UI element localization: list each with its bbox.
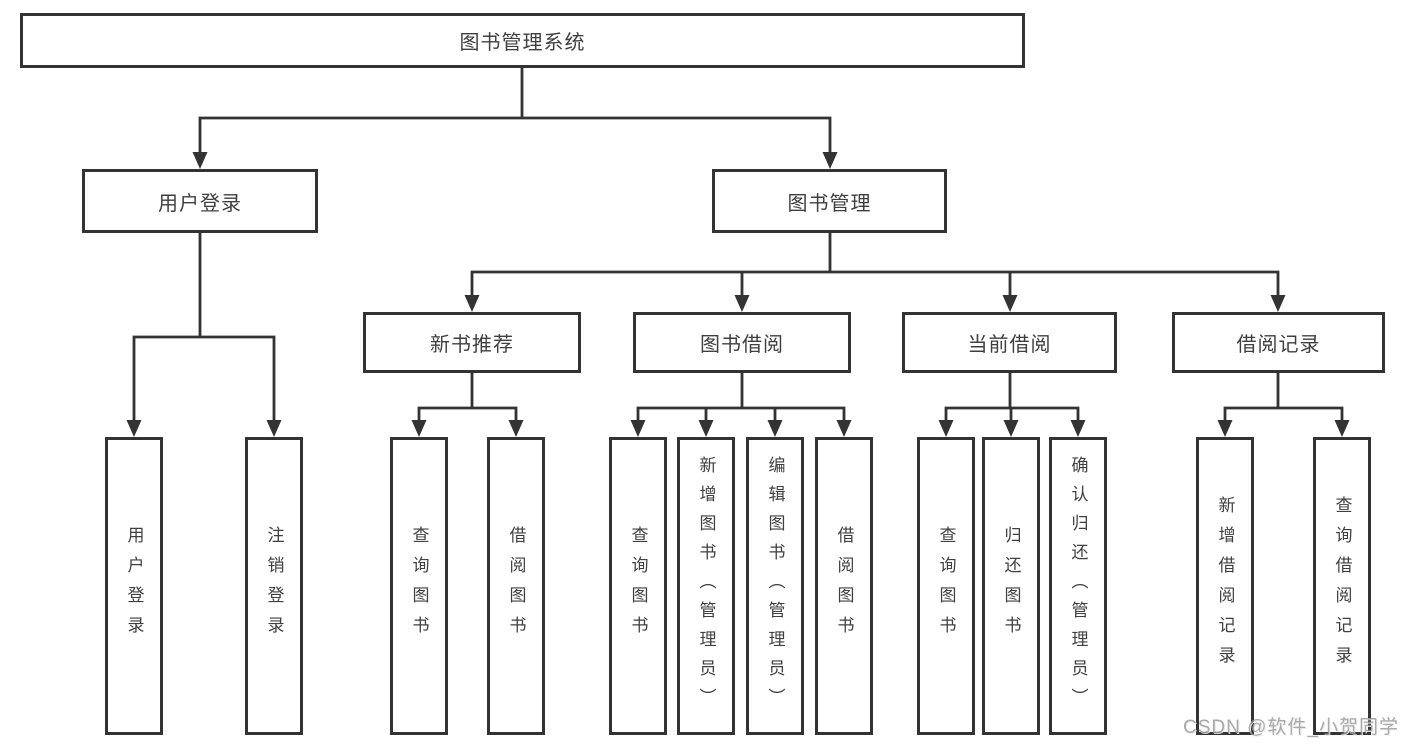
arrowheads: [126, 152, 1350, 437]
leaf-edit-books-admin: 编辑图书（管理员）: [746, 437, 804, 735]
leaf-search-books-recommend: 查询图书: [390, 437, 448, 735]
leaf-return-books: 归还图书: [982, 437, 1040, 735]
leaf-search-books-current: 查询图书: [917, 437, 975, 735]
node-new-book-recommend: 新书推荐: [363, 312, 581, 373]
leaf-user-login: 用户登录: [105, 437, 163, 735]
node-book-borrow: 图书借阅: [633, 312, 851, 373]
leaf-borrow-books: 借阅图书: [815, 437, 873, 735]
leaf-logout: 注销登录: [245, 437, 303, 735]
node-book-management: 图书管理: [712, 169, 947, 233]
node-user-login: 用户登录: [82, 169, 318, 233]
csdn-watermark: CSDN @软件_小贺同学: [1183, 717, 1399, 738]
node-borrow-records: 借阅记录: [1172, 312, 1385, 373]
node-book-management-system: 图书管理系统: [20, 13, 1025, 68]
leaf-search-books-borrow: 查询图书: [609, 437, 667, 735]
leaf-search-borrow-record: 查询借阅记录: [1313, 437, 1371, 735]
node-current-borrow: 当前借阅: [902, 312, 1117, 373]
leaf-add-borrow-record: 新增借阅记录: [1196, 437, 1254, 735]
leaf-confirm-return-admin: 确认归还（管理员）: [1049, 437, 1107, 735]
leaf-add-books-admin: 新增图书（管理员）: [677, 437, 735, 735]
leaf-borrow-books-recommend: 借阅图书: [487, 437, 545, 735]
